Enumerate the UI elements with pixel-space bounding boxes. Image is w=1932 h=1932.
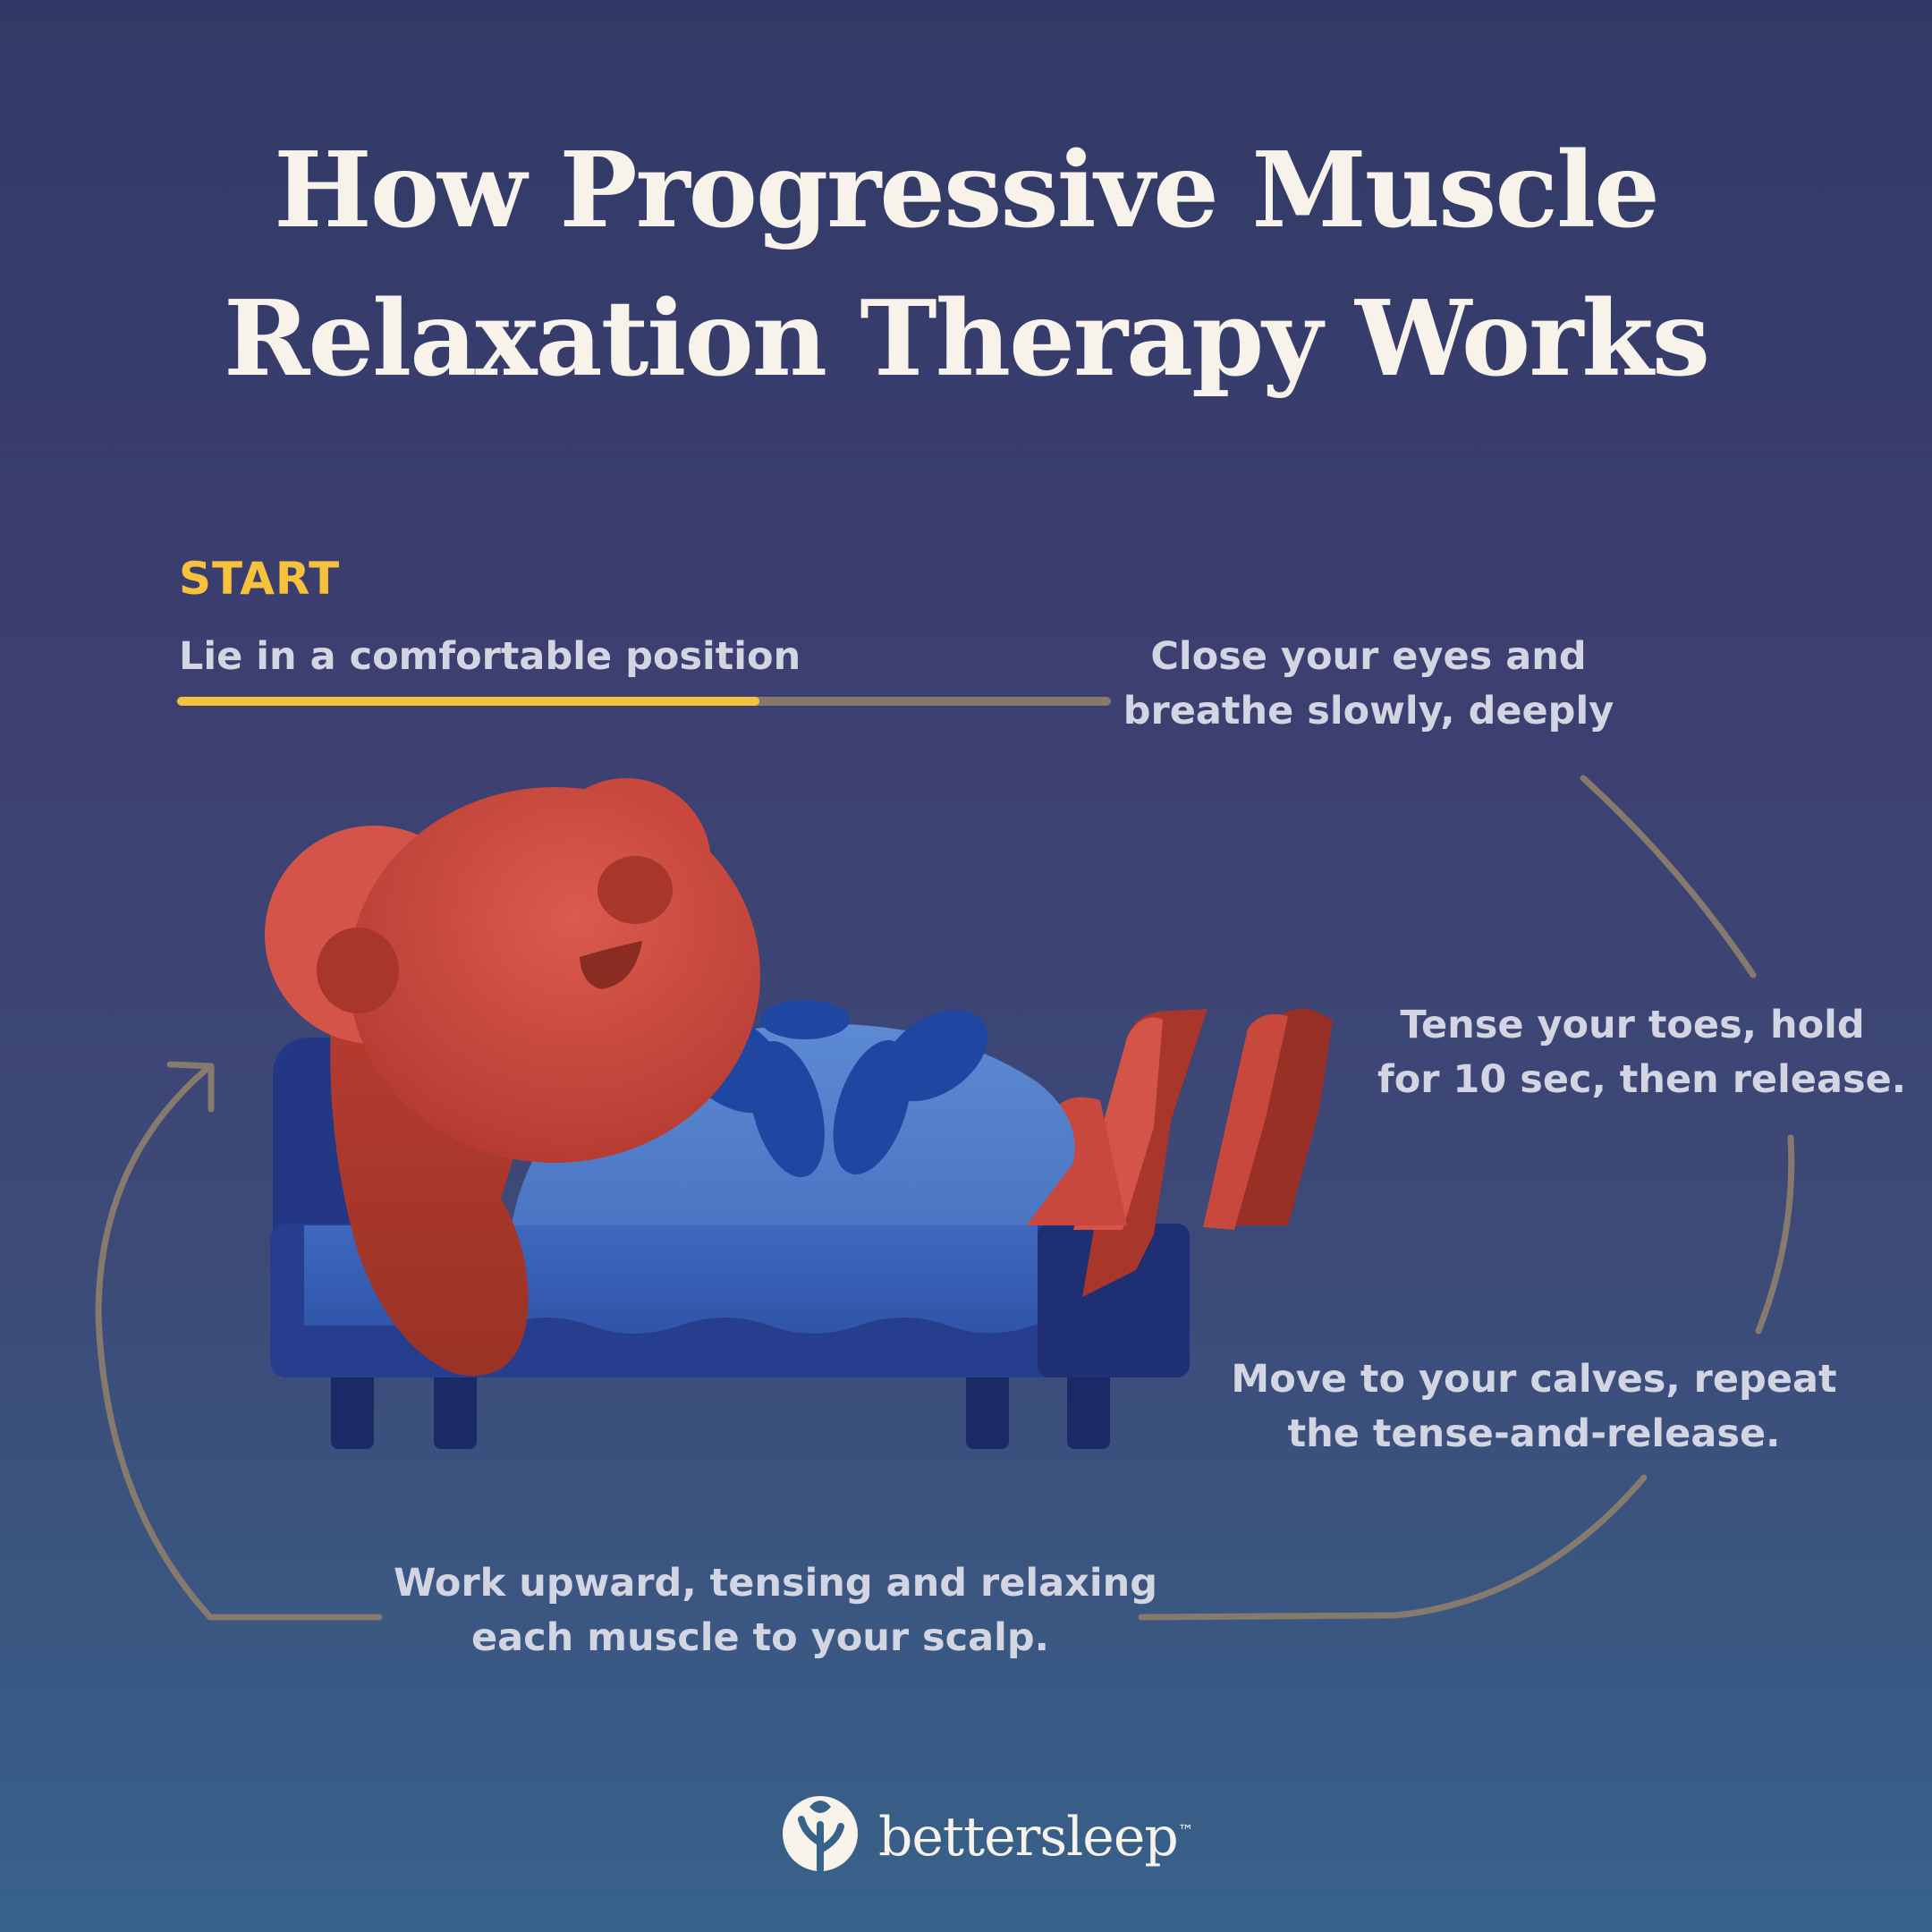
step-3-line-2: for 10 sec, then release. <box>1377 1057 1907 1102</box>
page-title: How Progressive Muscle Relaxation Therap… <box>0 116 1932 413</box>
step-2: Close your eyes and breathe slowly, deep… <box>1100 630 1637 739</box>
step-4: Move to your calves, repeat the tense-an… <box>1225 1352 1843 1462</box>
step-3-line-1: Tense your toes, hold <box>1400 1003 1865 1047</box>
step-4-line-1: Move to your calves, repeat <box>1231 1357 1837 1402</box>
flow-arc-3-4 <box>1755 1134 1795 1335</box>
step-5: Work upward, tensing and relaxing each m… <box>394 1556 1158 1665</box>
flow-arc-2-3 <box>1580 775 1757 979</box>
brand-logo: bettersleep™ <box>782 1796 1194 1873</box>
arrowhead-icon <box>166 1061 215 1113</box>
leaf-logo-icon <box>783 1796 858 1873</box>
bear-on-sofa-illustration <box>265 778 1333 1449</box>
step-2-line-1: Close your eyes and <box>1150 634 1587 679</box>
step-3: Tense your toes, hold for 10 sec, then r… <box>1377 998 1907 1107</box>
step-2-line-2: breathe slowly, deeply <box>1123 689 1614 733</box>
step-1: Lie in a comfortable position <box>179 630 801 684</box>
step-5-line-1: Work upward, tensing and relaxing <box>394 1561 1158 1606</box>
step-4-line-2: the tense-and-release. <box>1287 1411 1781 1456</box>
title-line-2: Relaxation Therapy Works <box>223 278 1710 400</box>
start-label: START <box>179 553 341 605</box>
step-1-line-1: Lie in a comfortable position <box>179 634 801 679</box>
step-5-line-2: each muscle to your scalp. <box>470 1615 1049 1660</box>
title-line-1: How Progressive Muscle <box>274 130 1660 251</box>
brand-name: bettersleep™ <box>878 1806 1194 1868</box>
flow-arc-4-5 <box>1138 1474 1648 1621</box>
flow-arc-5-1 <box>95 1066 383 1621</box>
